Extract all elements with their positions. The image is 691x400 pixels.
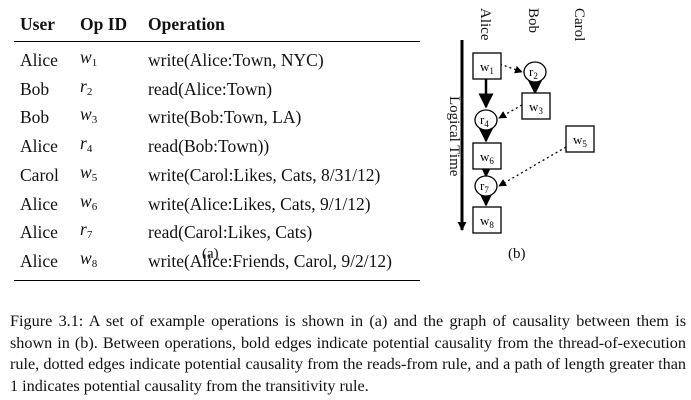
node-r2-label: r2 <box>529 64 538 81</box>
node-w5 <box>565 125 595 153</box>
cell-user: Alice <box>20 250 58 271</box>
cell-operation: write(Bob:Town, LA) <box>148 107 302 128</box>
cell-opid: r7 <box>80 218 148 247</box>
cell-opid: r4 <box>80 132 148 161</box>
node-w8 <box>472 206 502 234</box>
cell-opid: w5 <box>80 161 148 190</box>
table-header-row: User Op ID Operation <box>14 12 420 42</box>
graph-sublabel: (b) <box>508 246 526 262</box>
opid-index: 2 <box>86 85 93 98</box>
opid-letter: r <box>80 133 87 154</box>
node-w3-label: w3 <box>529 99 543 116</box>
node-r2 <box>523 61 547 83</box>
cell-operation: write(Alice:Friends, Carol, 9/2/12) <box>148 250 392 271</box>
opid-index: 4 <box>86 143 93 156</box>
node-w5-label: w5 <box>573 132 587 149</box>
opid-letter: w <box>80 161 92 182</box>
cell-user: Bob <box>20 78 50 99</box>
header-user: User <box>14 12 80 42</box>
cell-user: Carol <box>20 164 59 185</box>
cell-opid: w3 <box>80 103 148 132</box>
cell-user: Alice <box>20 222 58 243</box>
opid-letter: w <box>80 190 92 211</box>
opid-letter: w <box>80 247 92 268</box>
node-r4-label: r4 <box>480 112 489 129</box>
node-w3 <box>521 92 551 120</box>
cell-operation: read(Bob:Town)) <box>148 136 270 157</box>
cell-user: Alice <box>20 50 58 70</box>
opid-index: 1 <box>91 57 98 69</box>
node-w1-label: w1 <box>480 59 494 76</box>
cell-user: Bob <box>20 107 50 128</box>
opid-index: 7 <box>86 229 93 242</box>
header-operation: Operation <box>148 12 420 42</box>
cell-user: Alice <box>20 193 58 214</box>
cell-opid: w1 <box>80 42 148 75</box>
user-label-alice: Alice <box>477 8 493 41</box>
node-r7-label: r7 <box>480 178 489 195</box>
cell-operation: read(Alice:Town) <box>148 78 273 99</box>
cell-opid: r2 <box>80 75 148 104</box>
cell-operation: write(Carol:Likes, Cats, 8/31/12) <box>148 164 381 185</box>
node-r7 <box>474 175 498 197</box>
cell-operation: read(Carol:Likes, Cats) <box>148 222 313 243</box>
cell-user: Alice <box>20 136 58 157</box>
node-w8-label: w8 <box>480 213 494 230</box>
header-opid: Op ID <box>80 12 148 42</box>
opid-letter: r <box>80 219 87 240</box>
opid-letter: w <box>80 47 92 67</box>
edge-w5-r7 <box>498 146 567 187</box>
node-w6-label: w6 <box>480 149 494 166</box>
cell-operation: write(Alice:Likes, Cats, 9/1/12) <box>148 193 371 214</box>
figure-caption: Figure 3.1: A set of example operations … <box>10 312 686 395</box>
opid-index: 8 <box>91 257 98 270</box>
logical-time-label: Logical Time <box>446 96 462 177</box>
edge-w1-r2 <box>499 63 523 74</box>
node-w1 <box>472 52 502 80</box>
opid-letter: r <box>80 75 87 96</box>
opid-index: 5 <box>91 171 98 184</box>
opid-index: 3 <box>91 114 98 127</box>
node-r4 <box>474 109 498 131</box>
opid-index: 6 <box>91 200 98 213</box>
cell-opid: w6 <box>80 190 148 219</box>
user-label-carol: Carol <box>571 8 587 42</box>
opid-letter: w <box>80 104 92 125</box>
user-label-bob: Bob <box>525 8 541 34</box>
edge-w3-r4 <box>498 104 523 119</box>
cell-operation: write(Alice:Town, NYC) <box>148 50 324 70</box>
table-sublabel: (a) <box>202 246 219 262</box>
node-w6 <box>472 142 502 170</box>
cell-opid: w8 <box>80 247 148 280</box>
